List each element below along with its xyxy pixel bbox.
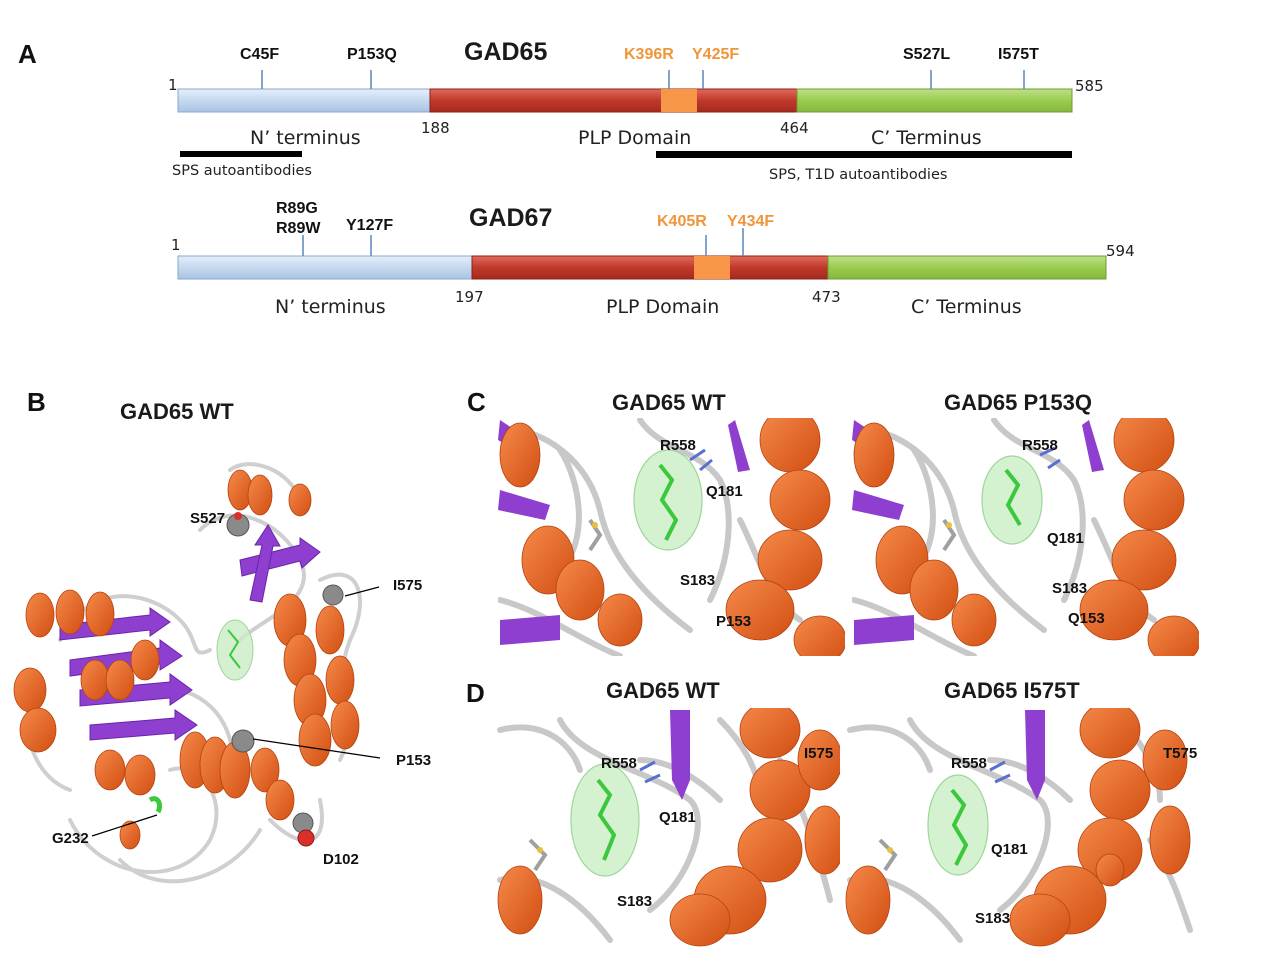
gad65-c-terminus-label: C’ Terminus (871, 127, 982, 149)
panel-c-right-residue-q181: Q181 (1047, 530, 1084, 547)
gad65-gene-map: GAD65 C45F P153Q K396R Y425F S527L I575T… (168, 38, 1104, 183)
panel-b-residue-g232: G232 (52, 830, 89, 847)
gad67-c-terminus-segment (827, 255, 1107, 280)
sps-autoantibody-bar (180, 151, 302, 157)
panel-d-right-title: GAD65 I575T (944, 678, 1080, 703)
panel-c-left-residue-q181: Q181 (706, 483, 743, 500)
panel-b-title: GAD65 WT (120, 399, 234, 424)
panel-b-residue-s527: S527 (190, 510, 225, 527)
gad67-start-position: 1 (171, 236, 181, 254)
gad67-mutation-k405r: K405R (657, 213, 707, 230)
panel-d: D GAD65 WT GAD65 I575T (466, 678, 1197, 948)
gad65-c-terminus-segment (796, 88, 1073, 113)
gad67-plp-domain-segment (471, 255, 829, 280)
panel-a: A GAD65 C45F P153Q K396R Y425F S527L I57… (18, 38, 1135, 318)
panel-c-left-title: GAD65 WT (612, 390, 726, 415)
panel-d-right-residue-t575: T575 (1163, 745, 1197, 762)
gad65-start-position: 1 (168, 76, 178, 94)
panel-c-left-residue-s183: S183 (680, 572, 715, 589)
panel-c-wt-structure (498, 418, 845, 656)
gad65-end-position: 585 (1075, 77, 1104, 95)
panel-d-left-title: GAD65 WT (606, 678, 720, 703)
panel-b-residue-i575: I575 (393, 577, 422, 594)
panel-c-right-residue-s183: S183 (1052, 580, 1087, 597)
panel-d-left-residue-q181: Q181 (659, 809, 696, 826)
panel-d-left-residue-r558: R558 (601, 755, 637, 772)
panel-d-i575t-structure (845, 708, 1195, 948)
gad65-title: GAD65 (464, 38, 547, 66)
gad67-n-terminus-segment (177, 255, 473, 280)
i575-sphere (322, 584, 344, 606)
panel-d-right-residue-s183: S183 (975, 910, 1010, 927)
panel-d-letter: D (466, 678, 485, 708)
gad65-mutation-p153q: P153Q (347, 46, 397, 63)
panel-b-residue-p153: P153 (396, 752, 431, 769)
panel-c: C GAD65 WT GAD65 P153Q (467, 387, 1199, 656)
d102-sphere (292, 812, 314, 834)
gad65-mutation-k396r: K396R (624, 46, 674, 63)
panel-d-right-residue-r558: R558 (951, 755, 987, 772)
gad67-n-terminus-label: N’ terminus (275, 296, 386, 318)
gad65-mutation-i575t: I575T (998, 46, 1039, 63)
sps-t1d-autoantibody-label: SPS, T1D autoantibodies (769, 167, 947, 183)
panel-c-right-residue-q153: Q153 (1068, 610, 1105, 627)
gad67-end-position: 594 (1106, 242, 1135, 260)
gad67-mutation-y127f: Y127F (346, 217, 393, 234)
gad67-mutation-y434f: Y434F (727, 213, 774, 230)
p153-sphere (231, 729, 255, 753)
gad65-wt-ribbon-structure (13, 462, 362, 884)
gad67-mutation-r89w: R89W (276, 220, 321, 237)
gad67-boundary-473: 473 (812, 288, 841, 306)
panel-c-right-residue-r558: R558 (1022, 437, 1058, 454)
gad65-boundary-464: 464 (780, 119, 809, 137)
gad67-gene-map: GAD67 R89G R89W Y127F K405R Y434F 1 594 … (171, 200, 1135, 318)
panel-b-letter: B (27, 387, 46, 417)
panel-c-letter: C (467, 387, 486, 417)
gad67-title: GAD67 (469, 204, 552, 232)
panel-b-residue-d102: D102 (323, 851, 359, 868)
panel-d-wt-structure (495, 708, 840, 948)
sps-t1d-autoantibody-bar (656, 151, 1072, 158)
sps-autoantibody-label: SPS autoantibodies (172, 163, 312, 179)
gad65-plp-domain-segment (429, 88, 798, 113)
gad65-boundary-188: 188 (421, 119, 450, 137)
gad65-active-site-block (661, 89, 697, 112)
gad65-mutation-c45f: C45F (240, 46, 279, 63)
gad67-plp-domain-label: PLP Domain (606, 296, 719, 318)
gad67-active-site-block (694, 256, 730, 279)
panel-a-letter: A (18, 39, 37, 69)
gad65-mutation-s527l: S527L (903, 46, 950, 63)
panel-b: B GAD65 WT (13, 387, 431, 884)
gad65-mutation-y425f: Y425F (692, 46, 739, 63)
panel-c-left-residue-r558: R558 (660, 437, 696, 454)
panel-d-left-residue-i575: I575 (804, 745, 833, 762)
panel-c-right-title: GAD65 P153Q (944, 390, 1092, 415)
gad67-boundary-197: 197 (455, 288, 484, 306)
gad65-plp-domain-label: PLP Domain (578, 127, 691, 149)
ligand-surface (216, 619, 254, 681)
gad67-mutation-r89g: R89G (276, 200, 318, 217)
panel-d-right-residue-q181: Q181 (991, 841, 1028, 858)
panel-c-p153q-structure (852, 418, 1199, 656)
panel-c-left-residue-p153: P153 (716, 613, 751, 630)
gad67-c-terminus-label: C’ Terminus (911, 296, 1022, 318)
gad65-n-terminus-segment (177, 88, 431, 113)
panel-d-left-residue-s183: S183 (617, 893, 652, 910)
gad65-n-terminus-label: N’ terminus (250, 127, 361, 149)
